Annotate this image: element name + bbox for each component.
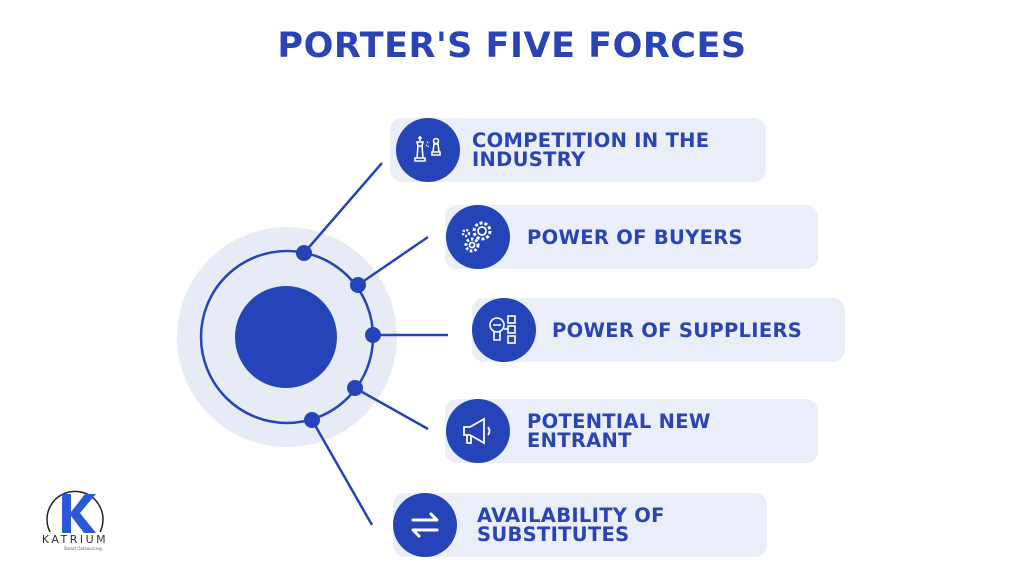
page-title: PORTER'S FIVE FORCES <box>277 26 747 66</box>
logo-wordmark: KATRIUM <box>41 533 109 546</box>
force-label: POWER OF BUYERS <box>527 225 743 249</box>
connector-2 <box>357 235 429 287</box>
hub-core <box>235 286 337 388</box>
chess-pieces-icon <box>396 118 460 182</box>
node-dot-5 <box>304 412 320 428</box>
force-label: AVAILABILITY OF SUBSTITUTES <box>477 504 665 546</box>
node-dot-1 <box>296 245 312 261</box>
gears-people-icon <box>446 205 510 269</box>
node-dot-2 <box>350 277 366 293</box>
megaphone-icon <box>446 399 510 463</box>
connector-5 <box>310 419 374 526</box>
robot-boxes-icon <box>472 298 536 362</box>
force-card-substitutes: AVAILABILITY OF SUBSTITUTES <box>393 493 767 557</box>
force-label: COMPETITION IN THE INDUSTRY <box>472 129 710 171</box>
swap-arrows-icon <box>393 493 457 557</box>
katrium-logo <box>46 490 104 533</box>
force-card-competition: COMPETITION IN THE INDUSTRY <box>390 118 766 182</box>
force-label: POTENTIAL NEW ENTRANT <box>527 410 711 452</box>
connector-4 <box>354 386 429 431</box>
force-card-new-entrant: POTENTIAL NEW ENTRANT <box>445 399 818 463</box>
force-card-suppliers: POWER OF SUPPLIERS <box>472 298 845 362</box>
force-card-buyers: POWER OF BUYERS <box>445 205 818 269</box>
node-dot-4 <box>347 380 363 396</box>
node-dot-3 <box>365 327 381 343</box>
logo-tagline: Smart Outsourcing <box>64 546 102 551</box>
force-label: POWER OF SUPPLIERS <box>552 318 803 342</box>
connector-1 <box>303 162 383 254</box>
